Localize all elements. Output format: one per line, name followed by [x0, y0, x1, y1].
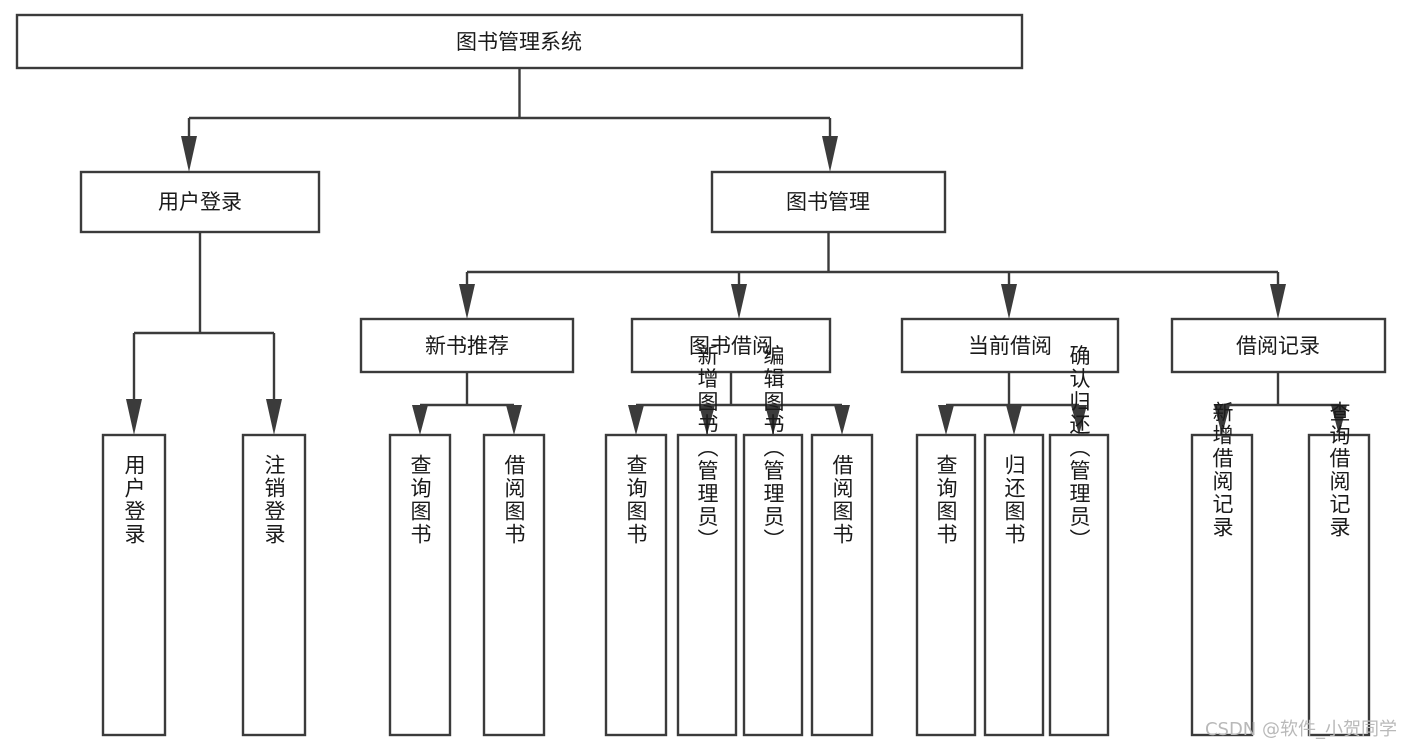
node-new-book-recommend[interactable]: 新书推荐 [359, 317, 575, 374]
node-book-borrow-label: 图书借阅 [689, 334, 773, 358]
leaf-current-borrow-1-box[interactable] [915, 433, 977, 737]
leaf-user-login-1-box[interactable] [101, 433, 167, 737]
arrow-head-book-mgmt-new-books [459, 284, 475, 319]
node-current-borrow-label: 当前借阅 [968, 334, 1052, 358]
leaf-new-books-1-box[interactable] [388, 433, 452, 737]
connector-group-book-mgmt [459, 232, 1286, 319]
leaf-book-borrow-3[interactable]: 编辑图书（管理员） [742, 345, 804, 737]
leaf-user-login-2[interactable]: 注销登录 [241, 433, 307, 737]
leaf-current-borrow-2-label: 归还图书 [1002, 454, 1026, 546]
node-current-borrow-box[interactable] [900, 317, 1120, 374]
leaf-book-borrow-2-label: 新增图书（管理员） [695, 345, 719, 552]
connector-group-new-books [412, 372, 522, 435]
arrow-head-book-mgmt-borrow-record [1270, 284, 1286, 319]
arrow-head-current-borrow-leaf-2 [1006, 405, 1022, 435]
leaf-new-books-2[interactable]: 借阅图书 [482, 433, 546, 737]
leaf-book-borrow-1-box[interactable] [604, 433, 668, 737]
node-book-borrow[interactable]: 图书借阅 [630, 317, 832, 374]
leaf-book-borrow-2[interactable]: 新增图书（管理员） [676, 345, 738, 737]
node-borrow-record[interactable]: 借阅记录 [1170, 317, 1387, 374]
leaf-borrow-record-2-label: 查询借阅记录 [1327, 401, 1351, 539]
arrow-head-current-borrow-leaf-3 [1071, 405, 1087, 435]
leaf-current-borrow-3-box[interactable] [1048, 433, 1110, 737]
leaf-new-books-1-label: 查询图书 [408, 454, 432, 546]
leaf-current-borrow-1[interactable]: 查询图书 [915, 433, 977, 737]
leaf-current-borrow-3-label: 确认归还（管理员） [1067, 345, 1091, 552]
leaf-book-borrow-3-box[interactable] [742, 433, 804, 737]
leaf-borrow-record-1[interactable]: 新增借阅记录 [1190, 401, 1254, 737]
arrow-head-root-to-user-login [181, 136, 197, 172]
node-root-system-box[interactable] [15, 13, 1024, 70]
leaf-book-borrow-1[interactable]: 查询图书 [604, 433, 668, 737]
arrow-head-book-borrow-leaf-3 [765, 405, 781, 435]
node-user-login-box[interactable] [79, 170, 321, 234]
leaf-user-login-2-label: 注销登录 [262, 454, 286, 546]
arrow-head-new-books-leaf-1 [412, 405, 428, 435]
leaf-user-login-1-label: 用户登录 [122, 454, 146, 546]
connector-group-root [181, 68, 838, 172]
arrow-head-user-login-leaf-2 [266, 399, 282, 435]
connector-group-borrow-record [1214, 372, 1347, 435]
arrow-head-borrow-record-leaf-1 [1214, 405, 1230, 435]
leaf-new-books-1[interactable]: 查询图书 [388, 433, 452, 737]
leaf-user-login-2-box[interactable] [241, 433, 307, 737]
node-root-system[interactable]: 图书管理系统 [15, 13, 1024, 70]
leaf-borrow-record-2-box[interactable] [1307, 433, 1371, 737]
leaf-book-borrow-4-box[interactable] [810, 433, 874, 737]
leaf-borrow-record-2[interactable]: 查询借阅记录 [1307, 401, 1371, 737]
node-new-book-recommend-box[interactable] [359, 317, 575, 374]
leaf-current-borrow-2[interactable]: 归还图书 [983, 433, 1045, 737]
node-current-borrow[interactable]: 当前借阅 [900, 317, 1120, 374]
arrow-head-current-borrow-leaf-1 [938, 405, 954, 435]
leaf-book-borrow-3-label: 编辑图书（管理员） [761, 345, 785, 552]
arrow-head-user-login-leaf-1 [126, 399, 142, 435]
leaf-current-borrow-2-box[interactable] [983, 433, 1045, 737]
leaf-book-borrow-2-box[interactable] [676, 433, 738, 737]
node-book-management-box[interactable] [710, 170, 947, 234]
leaf-new-books-2-box[interactable] [482, 433, 546, 737]
leaf-book-borrow-4-label: 借阅图书 [830, 454, 854, 546]
leaf-new-books-2-label: 借阅图书 [502, 454, 526, 546]
arrow-head-root-to-book-mgmt [822, 136, 838, 172]
node-new-book-recommend-label: 新书推荐 [425, 334, 509, 358]
arrow-head-book-borrow-leaf-2 [699, 405, 715, 435]
node-book-borrow-box[interactable] [630, 317, 832, 374]
leaf-borrow-record-1-box[interactable] [1190, 433, 1254, 737]
leaf-book-borrow-1-label: 查询图书 [624, 454, 648, 546]
arrow-head-book-mgmt-book-borrow [731, 284, 747, 319]
arrow-head-borrow-record-leaf-2 [1331, 405, 1347, 435]
arrow-head-book-borrow-leaf-1 [628, 405, 644, 435]
arrow-head-new-books-leaf-2 [506, 405, 522, 435]
arrow-head-book-borrow-leaf-4 [834, 405, 850, 435]
leaf-current-borrow-3[interactable]: 确认归还（管理员） [1048, 345, 1110, 737]
connector-group-current-borrow [938, 372, 1087, 435]
node-book-management-label: 图书管理 [786, 190, 870, 214]
connector-group-book-borrow [628, 372, 850, 435]
node-borrow-record-box[interactable] [1170, 317, 1387, 374]
leaf-book-borrow-4[interactable]: 借阅图书 [810, 433, 874, 737]
node-user-login-label: 用户登录 [158, 190, 242, 214]
node-borrow-record-label: 借阅记录 [1236, 334, 1320, 358]
leaf-user-login-1[interactable]: 用户登录 [101, 433, 167, 737]
node-book-management[interactable]: 图书管理 [710, 170, 947, 234]
leaf-borrow-record-1-label: 新增借阅记录 [1210, 401, 1234, 539]
connector-group-user-login [126, 232, 282, 435]
node-user-login[interactable]: 用户登录 [79, 170, 321, 234]
leaf-current-borrow-1-label: 查询图书 [934, 454, 958, 546]
node-root-system-label: 图书管理系统 [456, 30, 582, 54]
arrow-head-book-mgmt-current-borrow [1001, 284, 1017, 319]
